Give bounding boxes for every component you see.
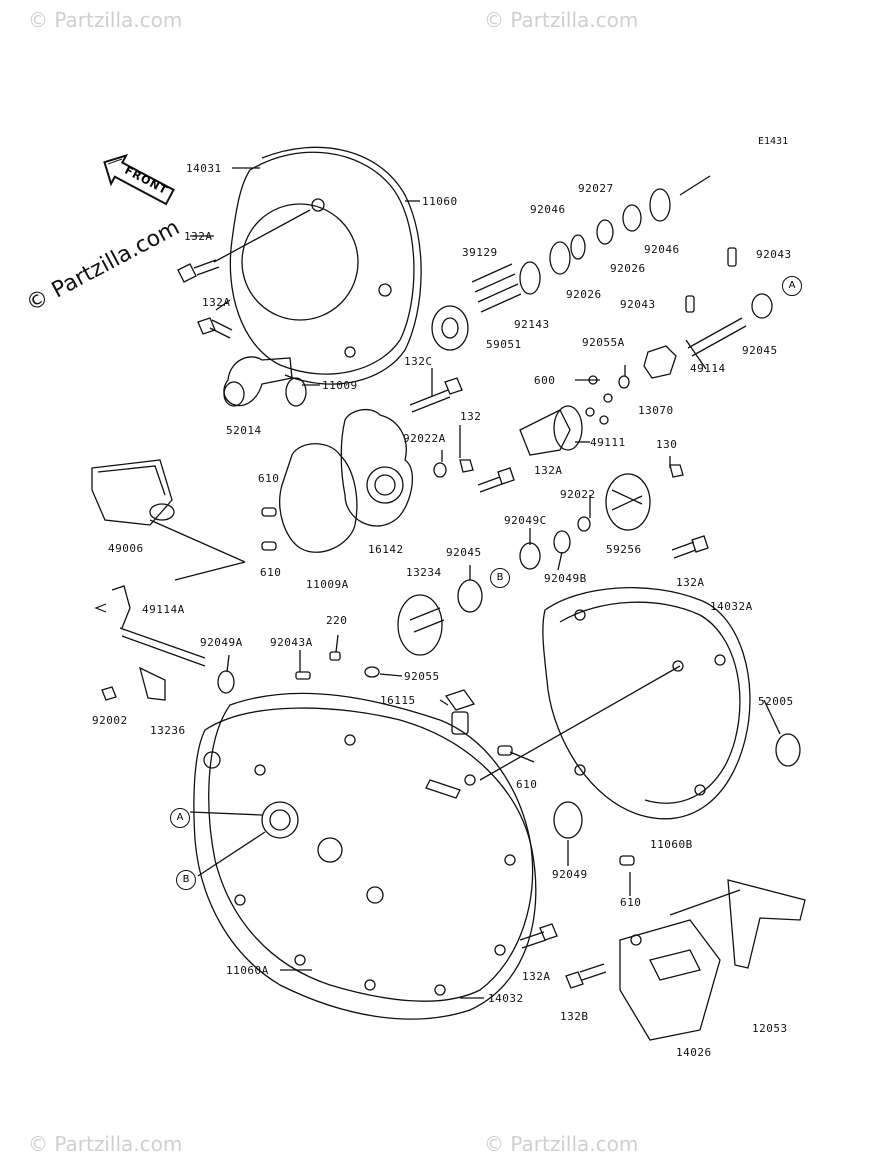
part-label: 132A: [522, 970, 551, 983]
part-label: 16115: [380, 694, 416, 707]
part-label: 39129: [462, 246, 498, 259]
part-label: 92043: [756, 248, 792, 261]
part-label: 52005: [758, 695, 794, 708]
part-label: 92049A: [200, 636, 243, 649]
part-label: 52014: [226, 424, 262, 437]
pump-cover-16142: [340, 408, 414, 527]
impeller-59256: [605, 473, 651, 531]
part-label: 11009A: [306, 578, 349, 591]
part-label: 13236: [150, 724, 186, 737]
part-label: 11009: [322, 379, 358, 392]
part-label: 92143: [514, 318, 550, 331]
water-fitting-52014: [223, 356, 293, 407]
impeller-13070: [643, 345, 677, 379]
part-label: 130: [656, 438, 678, 451]
bolt-132a-second: [197, 317, 233, 339]
part-label: 92043A: [270, 636, 313, 649]
part-label: 14031: [186, 162, 222, 175]
bolt-132a-upper: [177, 259, 220, 283]
part-label: 12053: [752, 1022, 788, 1035]
cover-gasket-11060: [261, 146, 422, 385]
part-label: 13234: [406, 566, 442, 579]
part-label: 610: [620, 896, 642, 909]
watermark-bottom-right: © Partzilla.com: [484, 1132, 639, 1156]
part-label: 92055: [404, 670, 440, 683]
part-label: 49114A: [142, 603, 185, 616]
part-label: 132C: [404, 355, 433, 368]
part-label: 610: [260, 566, 282, 579]
guide-12053: [727, 879, 806, 969]
part-label: 92049C: [504, 514, 547, 527]
part-label: 92002: [92, 714, 128, 727]
watermark-bottom-left: © Partzilla.com: [28, 1132, 183, 1156]
clutch-cover-14031: [229, 151, 415, 375]
part-label: 92022: [560, 488, 596, 501]
ref-a-left: A: [170, 808, 190, 828]
part-label: 16142: [368, 543, 404, 556]
part-label: 49111: [590, 436, 626, 449]
part-label: 92055A: [582, 336, 625, 349]
watermark-top-left: © Partzilla.com: [28, 8, 183, 32]
part-label: 600: [534, 374, 556, 387]
part-label: 132: [460, 410, 482, 423]
part-label: 49114: [690, 362, 726, 375]
part-label: 132A: [184, 230, 213, 243]
part-label: 92026: [566, 288, 602, 301]
part-label: 92045: [742, 344, 778, 357]
part-label: 14032: [488, 992, 524, 1005]
part-label: 92049: [552, 868, 588, 881]
part-label: 220: [326, 614, 348, 627]
crankcase-cover-14032: [208, 692, 534, 1002]
part-label: 14032A: [710, 600, 753, 613]
shaft-49114a: [119, 627, 206, 667]
part-label: 610: [516, 778, 538, 791]
part-label: 59051: [486, 338, 522, 351]
part-label: 92049B: [544, 572, 587, 585]
part-label: 132A: [534, 464, 563, 477]
cover-14032a: [542, 587, 751, 820]
part-label: 92046: [530, 203, 566, 216]
arrow-outline-icon: [103, 153, 175, 206]
part-label: 92022A: [403, 432, 446, 445]
gasket-11009a: [279, 443, 358, 553]
shaft-49111: [519, 409, 571, 456]
ref-b-left: B: [176, 870, 196, 890]
gear-59051: [431, 305, 469, 351]
part-label: 610: [258, 472, 280, 485]
part-label: 92046: [644, 243, 680, 256]
shaft-49114: [687, 317, 747, 357]
part-label: 59256: [606, 543, 642, 556]
part-label: 14026: [676, 1046, 712, 1059]
bracket-49006: [91, 459, 173, 526]
bracket-13236: [139, 666, 166, 701]
gasket-11060a: [193, 707, 537, 1020]
part-label: 11060B: [650, 838, 693, 851]
part-label: 92045: [446, 546, 482, 559]
part-label: 11060A: [226, 964, 269, 977]
plug-16115: [444, 689, 476, 711]
part-label: 49006: [108, 542, 144, 555]
watermark-top-right: © Partzilla.com: [484, 8, 639, 32]
part-label: 132A: [676, 576, 705, 589]
part-label: 132A: [202, 296, 231, 309]
ref-a-right: A: [782, 276, 802, 296]
sprocket-cover-14026: [619, 919, 721, 1041]
part-label: 13070: [638, 404, 674, 417]
front-direction-arrow: FRONT: [93, 144, 182, 217]
oring-11009: [285, 377, 307, 407]
ref-b-mid: B: [490, 568, 510, 588]
part-label: 132B: [560, 1010, 589, 1023]
part-label: 92027: [578, 182, 614, 195]
part-label: 92026: [610, 262, 646, 275]
spring-39129: [471, 263, 522, 313]
gear-13234: [397, 594, 443, 656]
part-label: 11060: [422, 195, 458, 208]
part-label: 92043: [620, 298, 656, 311]
diagram-code: E1431: [758, 136, 789, 147]
